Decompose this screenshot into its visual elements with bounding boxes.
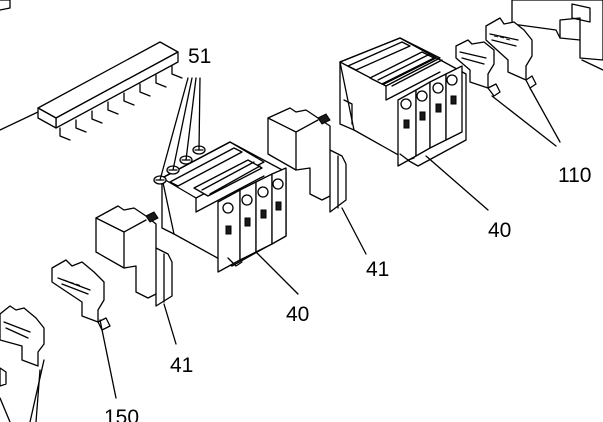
ref-label-40-right: 40 [488, 219, 511, 242]
spacer-module-41-middle [267, 107, 347, 213]
terminal-block-top-right [511, 0, 603, 71]
ref-label-40-center: 40 [286, 303, 309, 326]
circuit-breaker-40-right [339, 37, 467, 167]
ref-label-51: 51 [188, 45, 211, 68]
end-terminal-block-110-rear [455, 39, 501, 97]
leader-lines [0, 77, 561, 422]
busbar-comb [0, 41, 183, 141]
terminal-block-150 [51, 259, 111, 331]
ref-label-110: 110 [558, 164, 591, 187]
ref-label-150: 150 [104, 406, 139, 422]
corner-fragment-top-left [0, 0, 11, 11]
reference-numerals: 51 110 40 41 40 41 150 [104, 45, 591, 422]
end-terminal-block-110-front [485, 17, 537, 89]
circuit-breaker-40-center [161, 141, 287, 273]
spacer-module-41-left [95, 205, 173, 307]
ref-label-41-left: 41 [170, 354, 193, 377]
ref-label-41-middle: 41 [366, 258, 389, 281]
terminal-block-bottom-left [0, 305, 45, 387]
